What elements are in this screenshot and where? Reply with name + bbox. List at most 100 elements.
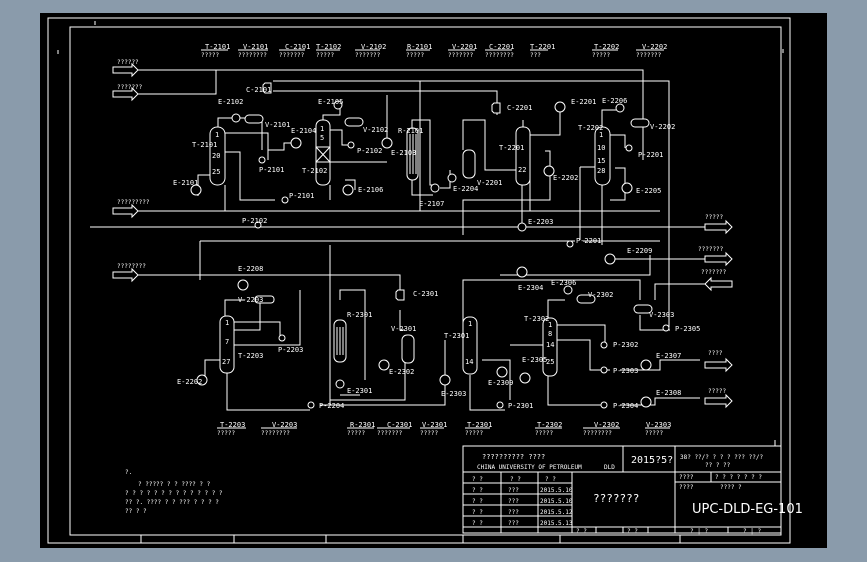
tag-label: V-2303 — [646, 421, 671, 429]
inlet-stream-right[interactable]: ??????? — [701, 269, 733, 292]
inlet-stream[interactable]: ??????? — [112, 84, 143, 102]
equipment-tag[interactable]: E-2107 — [419, 200, 444, 208]
column-t2203[interactable] — [219, 315, 235, 374]
drum-v2303[interactable] — [633, 304, 653, 314]
column-t2102[interactable] — [315, 119, 331, 186]
equipment-tag[interactable]: R-2301 — [347, 311, 372, 319]
equipment-tag[interactable]: E-2301 — [347, 387, 372, 395]
equipment-tag[interactable]: E-2202 — [553, 174, 578, 182]
equipment-tag[interactable]: E-2102 — [218, 98, 243, 106]
equipment-tag[interactable]: V-2302 — [588, 291, 613, 299]
equipment-tag[interactable]: P-2101 — [289, 192, 314, 200]
svg-text:? ?: ? ? — [472, 520, 483, 527]
equipment-tag[interactable]: P-2203 — [278, 346, 303, 354]
stream-label: ????? — [708, 388, 726, 395]
equipment-tag[interactable]: R-2101 — [398, 127, 423, 135]
tag-label: R-2301 — [350, 421, 375, 429]
equipment-tag[interactable]: P-2102 — [242, 217, 267, 225]
equipment-tag[interactable]: T-2202 — [578, 124, 603, 132]
equipment-tag[interactable]: C-2201 — [507, 104, 532, 112]
equipment-tag[interactable]: E-2204 — [453, 185, 478, 193]
equipment-tag[interactable]: P-2303 — [613, 367, 638, 375]
note-line: ?? ?. ???? ? ? ??? ? ? ? ? — [125, 499, 219, 506]
compressor-c2101-icon — [262, 82, 272, 94]
equipment-tag[interactable]: E-2201 — [571, 98, 596, 106]
equipment-tag[interactable]: E-2203 — [528, 218, 553, 226]
equipment-tag[interactable]: E-2104 — [291, 127, 316, 135]
sign-header: ? ? — [510, 476, 521, 483]
equipment-tag[interactable]: P-2301 — [508, 402, 533, 410]
equipment-tag[interactable]: E-2307 — [656, 352, 681, 360]
drum-v2102[interactable] — [344, 117, 364, 127]
equipment-tag[interactable]: E-2205 — [636, 187, 661, 195]
equipment-tag[interactable]: P-2101 — [259, 166, 284, 174]
equipment-tag[interactable]: E-2209 — [627, 247, 652, 255]
tag-description: ???????? — [261, 430, 290, 437]
exchanger-icon — [543, 165, 555, 177]
drum-v2202[interactable] — [630, 118, 650, 128]
equipment-tag[interactable]: E-2208 — [238, 265, 263, 273]
tray-number: 14 — [465, 358, 473, 366]
equipment-tag[interactable]: V-2101 — [265, 121, 290, 129]
drum-v2101[interactable] — [244, 114, 264, 124]
equipment-tag[interactable]: V-2303 — [649, 311, 674, 319]
equipment-tag[interactable]: E-2304 — [518, 284, 543, 292]
outlet-stream[interactable]: ???? — [704, 350, 733, 373]
equipment-tag[interactable]: T-2102 — [302, 167, 327, 175]
header-tag: V-2202??????? — [636, 43, 667, 59]
equipment-tag[interactable]: E-2103 — [391, 149, 416, 157]
equipment-tag[interactable]: E-2303 — [441, 390, 466, 398]
equipment-tag[interactable]: V-2301 — [391, 325, 416, 333]
inlet-stream[interactable]: ????????? — [112, 199, 150, 219]
equipment-tag[interactable]: P-2305 — [675, 325, 700, 333]
equipment-tag[interactable]: E-2308 — [656, 389, 681, 397]
equipment-tag[interactable]: C-2301 — [413, 290, 438, 298]
equipment-tag[interactable]: P-2302 — [613, 341, 638, 349]
column-t2202[interactable] — [594, 126, 611, 186]
equipment-tag[interactable]: C-2101 — [246, 86, 271, 94]
exchanger-icon — [381, 137, 393, 149]
column-t2301[interactable] — [462, 316, 478, 375]
drum-v2203[interactable] — [254, 295, 275, 304]
equipment-tag[interactable]: E-2309 — [488, 379, 513, 387]
equipment-tag[interactable]: V-2201 — [477, 179, 502, 187]
drum-v2201[interactable] — [462, 149, 476, 179]
svg-text:2015.5.13: 2015.5.13 — [540, 520, 573, 527]
equipment-tag[interactable]: V-2203 — [238, 296, 263, 304]
equipment-tag[interactable]: P-2204 — [319, 402, 344, 410]
drum-v2301[interactable] — [401, 334, 415, 364]
equipment-tag[interactable]: P-2102 — [357, 147, 382, 155]
equipment-tag[interactable]: V-2102 — [363, 126, 388, 134]
equipment-tag[interactable]: P-2304 — [613, 402, 638, 410]
outlet-stream[interactable]: ??????? — [698, 246, 733, 267]
equipment-tag[interactable]: E-2202 — [177, 378, 202, 386]
equipment-tag[interactable]: E-2306 — [551, 279, 576, 287]
equipment-tag[interactable]: E-2105 — [318, 98, 343, 106]
equipment-tag[interactable]: E-2101 — [173, 179, 198, 187]
equipment-tag[interactable]: P-2201 — [638, 151, 663, 159]
equipment-tag[interactable]: T-2203 — [238, 352, 263, 360]
outlet-stream[interactable]: ????? — [704, 388, 733, 409]
equipment-tag[interactable]: E-2305 — [522, 356, 547, 364]
drum-v2302[interactable] — [576, 294, 596, 304]
exchanger-icon — [640, 396, 652, 408]
equipment-tag[interactable]: E-2106 — [358, 186, 383, 194]
equipment-tag[interactable]: V-2202 — [650, 123, 675, 131]
column-t2201[interactable] — [515, 126, 531, 186]
bottom-cell: ? ? — [627, 528, 638, 535]
column-t2101[interactable] — [209, 126, 226, 186]
equipment-tag[interactable]: E-2206 — [602, 97, 627, 105]
outlet-stream[interactable]: ????? — [704, 214, 733, 235]
inlet-stream[interactable]: ???????? — [112, 263, 146, 283]
equipment-tag[interactable]: P-2201 — [576, 237, 601, 245]
equipment-tag[interactable]: T-2201 — [499, 144, 524, 152]
column-t2302[interactable] — [542, 317, 558, 377]
equipment-tag[interactable]: E-2302 — [389, 368, 414, 376]
reboiler-icon — [519, 372, 531, 384]
equipment-tag[interactable]: T-2101 — [192, 141, 217, 149]
exchanger-icon — [604, 253, 616, 265]
equipment-tag[interactable]: T-2301 — [444, 332, 469, 340]
inlet-stream[interactable]: ?????? — [112, 59, 139, 78]
equipment-tag[interactable]: T-2302 — [524, 315, 549, 323]
